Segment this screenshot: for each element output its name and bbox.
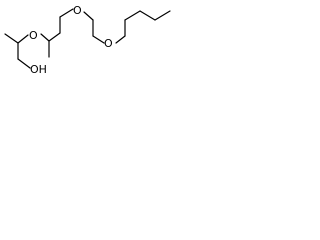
- bond-o1-ch: [40, 33, 50, 42]
- atom-hydroxyl-label: OH: [30, 63, 47, 76]
- bond-c-o1: [17, 34, 29, 44]
- bond-ch2-oh: [17, 58, 31, 69]
- bond-butyl-3: [139, 10, 156, 21]
- structure-canvas: O O O OH: [0, 0, 178, 78]
- atom-o2-label: O: [73, 4, 82, 17]
- bond-o3-c1: [115, 35, 126, 44]
- bond-ch2-o2: [59, 8, 74, 18]
- atom-o1-label: O: [29, 29, 38, 42]
- bond-o2-c: [83, 11, 94, 21]
- bond-ch-ch2-up: [48, 32, 61, 42]
- structural-formula: O O O OH: [4, 4, 171, 76]
- bond-butyl-2: [124, 10, 141, 21]
- bond-methyl-left: [4, 33, 19, 44]
- bond-butyl-4: [154, 10, 171, 21]
- atom-o3-label: O: [104, 37, 113, 50]
- bond-c-o3: [92, 35, 105, 44]
